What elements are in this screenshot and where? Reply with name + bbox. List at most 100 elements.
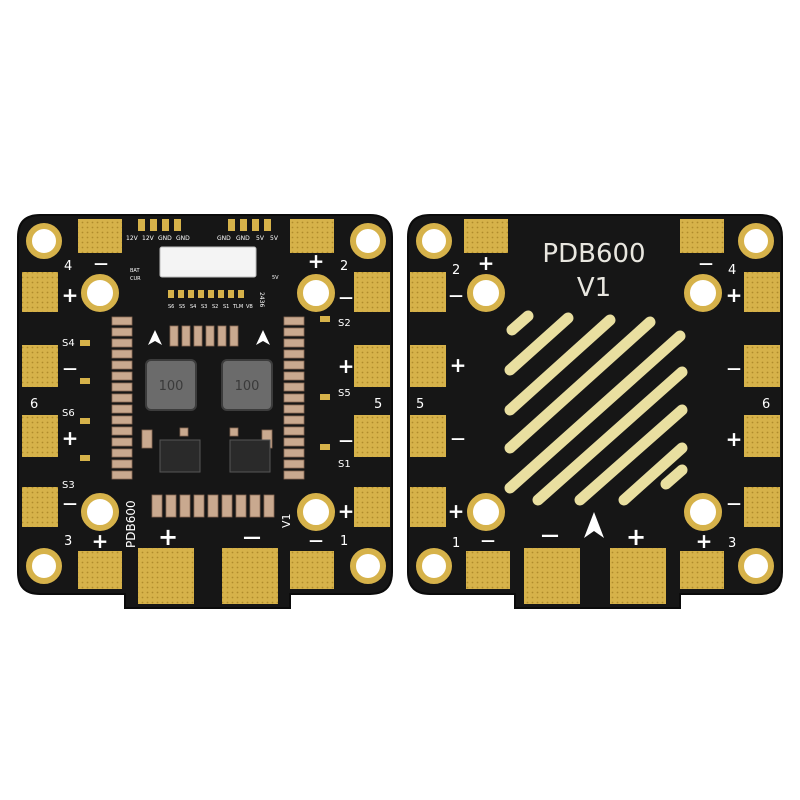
signal-label: S4 [62,338,75,349]
solder-pad [464,219,508,253]
minus-sign: — [339,290,353,306]
signal-label: S1 [338,459,351,470]
corner-number: 2 [452,263,460,278]
svg-text:S4: S4 [190,304,196,310]
chips [159,439,271,473]
svg-text:S2: S2 [212,304,218,310]
battery-pad [138,548,194,604]
minus-sign: — [481,533,495,549]
signal-label: S6 [62,408,75,419]
battery-pad [524,548,580,604]
solder-pad [410,272,446,312]
svg-text:S6: S6 [168,304,174,310]
corner-number: 2 [340,259,348,274]
minus-sign: — [63,496,77,512]
plus-sign: + [448,499,465,523]
signal-label: S2 [338,318,351,329]
inductor [145,359,197,411]
connector-label: BAT [130,268,140,274]
board-version: V1 [280,513,293,528]
corner-number: 4 [64,259,72,274]
solder-pad [22,415,58,457]
solder-pad [680,551,724,589]
solder-pad [410,415,446,457]
front-corner-holes [26,223,386,584]
connector-pins [138,219,271,298]
solder-pad [22,272,58,312]
back-motor-pads [410,219,780,604]
plus-sign: + [696,529,713,553]
mount-hole [738,223,774,259]
plus-sign: + [62,283,79,307]
solder-pad [744,272,780,312]
connector-label: GND [176,235,190,242]
front-board: 12V 12V GND GND GND GND 5V 5V BAT CUR 5V… [17,214,393,609]
plus-sign: + [726,427,743,451]
solder-pad [744,487,780,527]
corner-number: 3 [728,536,736,551]
inductor [221,359,273,411]
connector-label: GND [158,235,172,242]
back-corner-holes [416,223,774,584]
plus-sign: + [626,523,646,551]
battery-pad [222,548,278,604]
side-number: 5 [374,397,382,412]
minus-sign: — [449,288,463,304]
signal-pads [80,316,330,461]
solder-pad [354,345,390,387]
plus-sign: + [308,249,325,273]
corner-number: 1 [452,536,460,551]
inductor-label: 100 [159,379,184,394]
solder-pad [354,487,390,527]
connector-label: 12V [126,235,139,242]
plus-sign: + [62,426,79,450]
left-caps [111,316,133,480]
mount-hole [416,223,452,259]
solder-pad [78,219,122,253]
side-number: 6 [762,397,770,412]
board-code: 2436 [258,292,265,307]
minus-sign: — [243,527,261,548]
minus-sign: — [727,496,741,512]
mount-hole [297,274,335,312]
solder-pad [410,487,446,527]
plus-sign: + [158,523,178,551]
plus-sign: + [726,283,743,307]
mount-hole [350,223,386,259]
front-motor-pads [22,219,390,604]
jst-connector [159,246,257,278]
mount-hole [738,548,774,584]
solder-pad [744,415,780,457]
plus-sign: + [92,529,109,553]
mount-hole [467,493,505,531]
minus-sign: — [339,433,353,449]
direction-arrows [148,330,270,345]
bottom-caps [151,494,275,518]
side-number: 6 [30,397,38,412]
plus-sign: + [478,251,495,275]
mount-hole [350,548,386,584]
back-silkscreen: 2 4 1 3 5 6 [416,263,770,551]
svg-text:S3: S3 [201,304,207,310]
plus-sign: + [338,354,355,378]
solder-pad [680,219,724,253]
minus-sign: — [63,361,77,377]
regulator-chip [159,439,201,473]
side-number: 5 [416,397,424,412]
back-board: PDB600 V1 2 4 1 3 5 6 + — — + [407,214,783,609]
top-caps [169,325,239,347]
svg-text:TLM: TLM [232,304,243,310]
connector-labels: 12V 12V GND GND GND GND 5V 5V BAT CUR 5V… [126,235,279,307]
svg-text:S5: S5 [179,304,185,310]
signal-label: S5 [338,388,351,399]
back-version: V1 [577,273,611,303]
svg-text:VB: VB [246,304,253,310]
minus-sign: — [451,431,465,447]
connector-label: 12V [142,235,155,242]
arrow-icon [256,330,270,345]
mount-hole [467,274,505,312]
minus-sign: — [699,256,713,272]
board-name: PDB600 [124,500,138,548]
mount-hole [297,493,335,531]
minus-sign: — [727,361,741,377]
